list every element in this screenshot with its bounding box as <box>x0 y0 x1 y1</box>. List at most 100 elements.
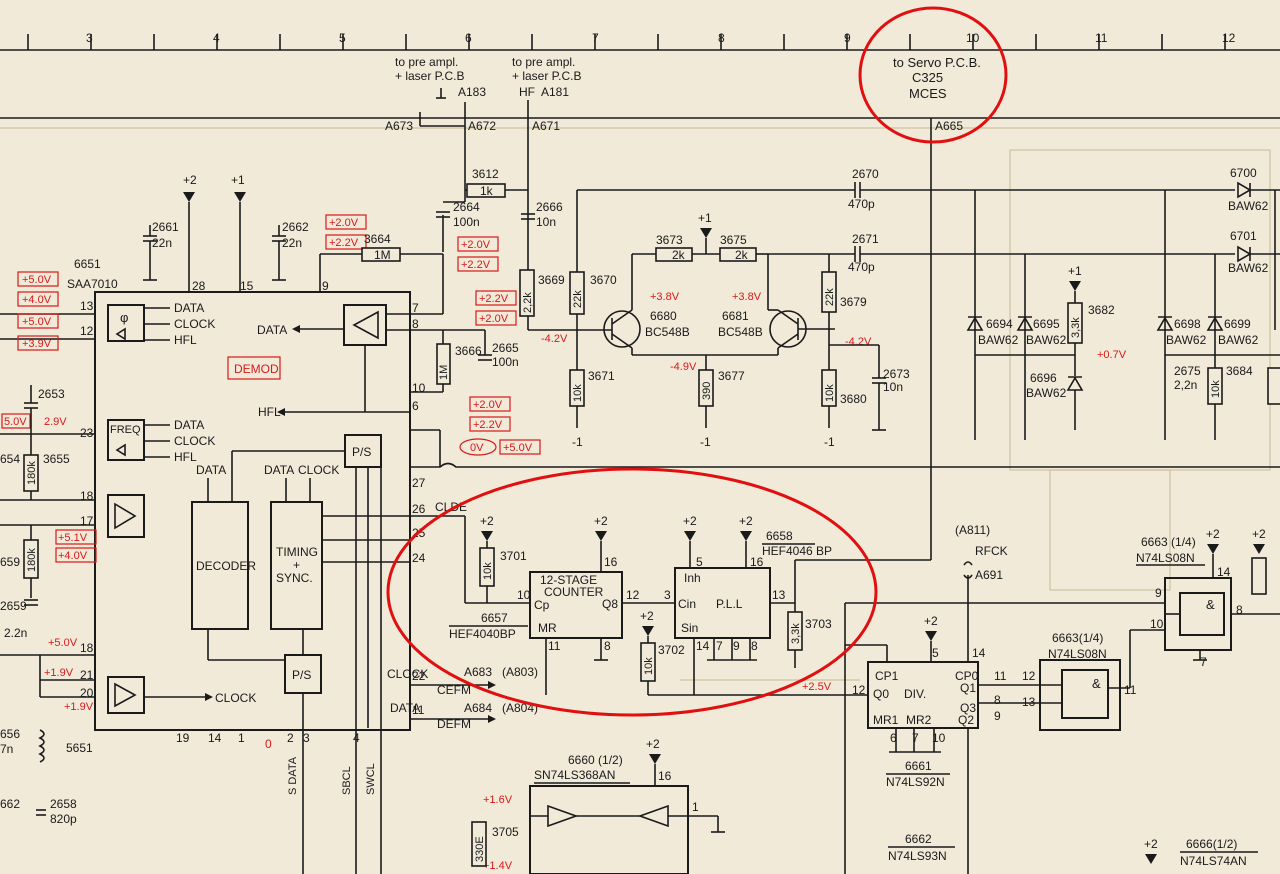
svg-text:3669: 3669 <box>538 273 565 287</box>
svg-text:CLOCK: CLOCK <box>387 667 428 681</box>
svg-text:6660 (1/2): 6660 (1/2) <box>568 753 623 767</box>
svg-text:22n: 22n <box>152 236 172 250</box>
svg-text:10: 10 <box>517 588 531 602</box>
svg-text:6: 6 <box>890 731 897 745</box>
svg-text:+2: +2 <box>646 737 660 751</box>
svg-text:A672: A672 <box>468 119 496 133</box>
svg-text:HFL: HFL <box>258 405 281 419</box>
svg-text:DEFM: DEFM <box>437 717 471 731</box>
svg-text:MCES: MCES <box>909 86 947 101</box>
ruler-col-8: 8 <box>718 31 725 45</box>
svg-text:6694: 6694 <box>986 317 1013 331</box>
svg-text:100n: 100n <box>453 215 480 229</box>
svg-text:17: 17 <box>80 514 94 528</box>
svg-text:SN74LS368AN: SN74LS368AN <box>534 768 615 782</box>
svg-text:CEFM: CEFM <box>437 683 471 697</box>
svg-text:8: 8 <box>412 317 419 331</box>
ruler-col-12: 12 <box>1222 31 1236 45</box>
svg-text:BAW62: BAW62 <box>1228 199 1269 213</box>
svg-text:6666(1/2): 6666(1/2) <box>1186 837 1237 851</box>
svg-text:+2: +2 <box>480 514 494 528</box>
svg-text:Cp: Cp <box>534 598 550 612</box>
bleed-through-lines <box>0 127 1280 681</box>
svg-text:16: 16 <box>750 555 764 569</box>
svg-text:(A803): (A803) <box>502 665 538 679</box>
svg-text:Sin: Sin <box>681 621 698 635</box>
svg-text:N74LS93N: N74LS93N <box>888 849 947 863</box>
svg-text:+ laser P.C.B: + laser P.C.B <box>512 69 581 83</box>
svg-text:1k: 1k <box>480 184 494 198</box>
svg-text:8: 8 <box>604 639 611 653</box>
svg-text:2.9V: 2.9V <box>44 416 67 428</box>
svg-text:A683: A683 <box>464 665 492 679</box>
svg-text:+2: +2 <box>1206 527 1220 541</box>
svg-text:+2.0V: +2.0V <box>479 313 509 325</box>
svg-text:2661: 2661 <box>152 220 179 234</box>
svg-text:10n: 10n <box>536 215 556 229</box>
svg-text:+0.7V: +0.7V <box>1097 349 1127 361</box>
ruler-col-11: 11 <box>1095 31 1108 45</box>
svg-text:N74LS92N: N74LS92N <box>886 775 945 789</box>
connector-servo: to Servo P.C.B. C325 MCES A665 <box>794 55 981 603</box>
svg-text:2659: 2659 <box>0 599 27 613</box>
svg-text:12: 12 <box>80 324 94 338</box>
svg-text:22n: 22n <box>282 236 302 250</box>
svg-text:2662: 2662 <box>282 220 309 234</box>
svg-text:+1: +1 <box>1068 264 1082 278</box>
svg-text:2673: 2673 <box>883 367 910 381</box>
svg-text:-4.9V: -4.9V <box>670 361 697 373</box>
svg-text:13: 13 <box>772 588 786 602</box>
svg-text:CLDE: CLDE <box>435 500 467 514</box>
svg-text:180k: 180k <box>26 461 38 485</box>
svg-text:HFL: HFL <box>174 450 197 464</box>
svg-text:1M: 1M <box>374 248 391 262</box>
svg-text:8: 8 <box>1236 603 1243 617</box>
svg-text:+1: +1 <box>698 211 712 225</box>
svg-text:6695: 6695 <box>1033 317 1060 331</box>
svg-text:3684: 3684 <box>1226 364 1253 378</box>
svg-text:3677: 3677 <box>718 369 745 383</box>
svg-text:9: 9 <box>322 279 329 293</box>
ruler-col-10: 10 <box>966 31 980 45</box>
svg-text:CP0: CP0 <box>955 669 979 683</box>
pad-rfck: (A811) RFCK A691 <box>955 523 1008 662</box>
ic-saa7010: 6651 SAA7010 DEMOD φ DATA CLOCK HFL FREQ… <box>0 257 471 874</box>
svg-text:1: 1 <box>238 731 245 745</box>
svg-text:16: 16 <box>658 769 672 783</box>
svg-text:6700: 6700 <box>1230 166 1257 180</box>
svg-text:HEF4046 BP: HEF4046 BP <box>762 544 832 558</box>
ic-6662-label: 6662 N74LS93N <box>888 832 955 863</box>
svg-text:11: 11 <box>1124 683 1137 697</box>
ic-and-gate-2: & 6663(1/4) N74LS08N 12 13 11 <box>1022 631 1137 731</box>
svg-text:180k: 180k <box>26 548 38 572</box>
svg-text:2658: 2658 <box>50 797 77 811</box>
svg-text:TIMING: TIMING <box>276 545 318 559</box>
svg-text:24: 24 <box>412 551 426 565</box>
svg-text:HF: HF <box>519 85 535 99</box>
svg-text:+3.8V: +3.8V <box>650 291 680 303</box>
svg-text:7n: 7n <box>0 742 13 756</box>
svg-text:+3.8V: +3.8V <box>732 291 762 303</box>
svg-text:3679: 3679 <box>840 295 867 309</box>
svg-text:A673: A673 <box>385 119 413 133</box>
ruler-col-7: 7 <box>592 31 599 45</box>
svg-text:2k: 2k <box>672 248 686 262</box>
svg-text:BC548B: BC548B <box>645 325 690 339</box>
svg-text:-1: -1 <box>700 435 711 449</box>
svg-text:SYNC.: SYNC. <box>276 571 313 585</box>
svg-text:3664: 3664 <box>364 232 391 246</box>
svg-text:2671: 2671 <box>852 232 879 246</box>
svg-text:DATA: DATA <box>257 323 287 337</box>
highlight-circle-servo <box>858 6 1008 144</box>
svg-text:+5.0V: +5.0V <box>48 637 78 649</box>
svg-text:A665: A665 <box>935 119 963 133</box>
svg-text:6663(1/4): 6663(1/4) <box>1052 631 1103 645</box>
svg-text:+2: +2 <box>1252 527 1266 541</box>
svg-text:CP1: CP1 <box>875 669 899 683</box>
svg-text:3612: 3612 <box>472 167 499 181</box>
svg-text:A183: A183 <box>458 85 486 99</box>
svg-text:3702: 3702 <box>658 643 685 657</box>
svg-text:A684: A684 <box>464 701 492 715</box>
svg-text:+2: +2 <box>924 614 938 628</box>
svg-text:6701: 6701 <box>1230 229 1257 243</box>
